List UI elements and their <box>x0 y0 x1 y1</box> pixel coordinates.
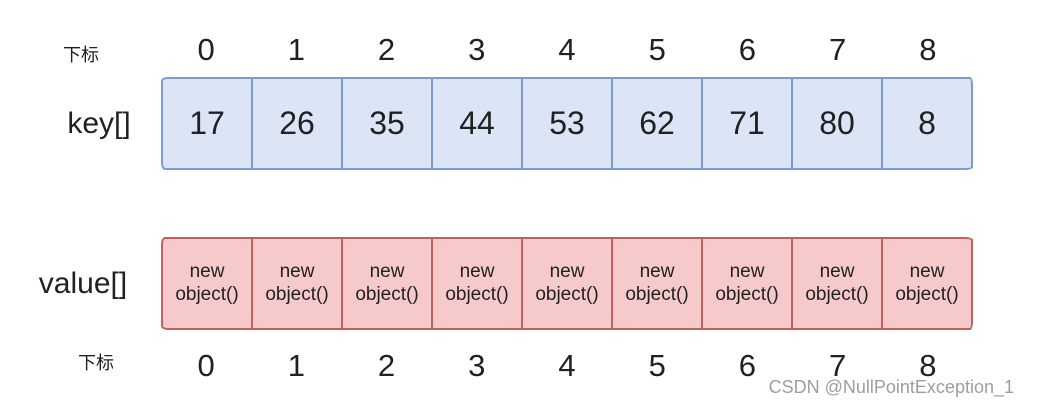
bottom-index-4: 4 <box>558 348 576 383</box>
value-cell-0-value: new object() <box>175 261 239 305</box>
key-cell-7: 80 <box>791 79 881 168</box>
key-cell-7-value: 80 <box>819 105 855 141</box>
bottom-index-1: 1 <box>287 348 305 383</box>
value-cell-2: new object() <box>341 239 431 328</box>
value-cell-3-value: new object() <box>445 261 509 305</box>
bottom-index-row: 0 1 2 3 4 5 6 7 8 <box>161 347 973 385</box>
value-cell-7-value: new object() <box>805 261 869 305</box>
bottom-index-2: 2 <box>377 348 396 383</box>
key-cell-8: 8 <box>881 79 971 168</box>
key-array: 17 26 35 44 53 62 71 80 8 <box>161 77 973 170</box>
index-label-top: 下标 <box>63 45 99 65</box>
value-cell-5-value: new object() <box>625 261 689 305</box>
key-cell-3-value: 44 <box>459 105 495 141</box>
key-cell-2-value: 35 <box>369 105 405 141</box>
bottom-index-8: 8 <box>919 348 937 383</box>
key-cell-5-value: 62 <box>639 105 675 141</box>
top-index-3: 3 <box>468 32 486 67</box>
value-cell-1: new object() <box>251 239 341 328</box>
index-label-bottom: 下标 <box>78 353 114 373</box>
bottom-index-6: 6 <box>738 348 757 383</box>
key-cell-6: 71 <box>701 79 791 168</box>
bottom-index-7: 7 <box>829 348 847 383</box>
bottom-index-5: 5 <box>648 348 666 383</box>
value-array: new object() new object() new object() n… <box>161 237 973 330</box>
value-cell-3: new object() <box>431 239 521 328</box>
key-array-label: key[] <box>67 106 131 140</box>
top-index-row: 0 1 2 3 4 5 6 7 8 <box>161 31 973 69</box>
bottom-index-0: 0 <box>197 348 215 383</box>
top-index-4: 4 <box>558 32 576 67</box>
top-index-8: 8 <box>919 32 937 67</box>
value-cell-1-value: new object() <box>265 261 329 305</box>
top-index-7: 7 <box>829 32 847 67</box>
key-cell-3: 44 <box>431 79 521 168</box>
value-cell-6-value: new object() <box>715 261 779 305</box>
watermark: CSDN @NullPointException_1 <box>768 377 1014 397</box>
value-cell-8: new object() <box>881 239 971 328</box>
value-cell-6: new object() <box>701 239 791 328</box>
key-cell-1-value: 26 <box>279 105 315 141</box>
top-index-2: 2 <box>377 32 396 67</box>
key-cell-5: 62 <box>611 79 701 168</box>
key-cell-6-value: 71 <box>729 105 765 141</box>
value-cell-4-value: new object() <box>535 261 599 305</box>
value-cell-4: new object() <box>521 239 611 328</box>
value-cell-8-value: new object() <box>895 261 959 305</box>
key-cell-0-value: 17 <box>189 105 225 141</box>
key-cell-0: 17 <box>163 79 251 168</box>
value-cell-7: new object() <box>791 239 881 328</box>
value-cell-0: new object() <box>163 239 251 328</box>
bottom-index-3: 3 <box>468 348 486 383</box>
key-cell-2: 35 <box>341 79 431 168</box>
key-cell-4-value: 53 <box>549 105 585 141</box>
top-index-6: 6 <box>738 32 757 67</box>
top-index-1: 1 <box>287 32 305 67</box>
key-cell-1: 26 <box>251 79 341 168</box>
value-cell-2-value: new object() <box>355 261 419 305</box>
top-index-5: 5 <box>648 32 666 67</box>
top-index-0: 0 <box>197 32 215 67</box>
value-cell-5: new object() <box>611 239 701 328</box>
key-cell-8-value: 8 <box>918 105 936 141</box>
value-array-label: value[] <box>38 266 128 300</box>
key-cell-4: 53 <box>521 79 611 168</box>
